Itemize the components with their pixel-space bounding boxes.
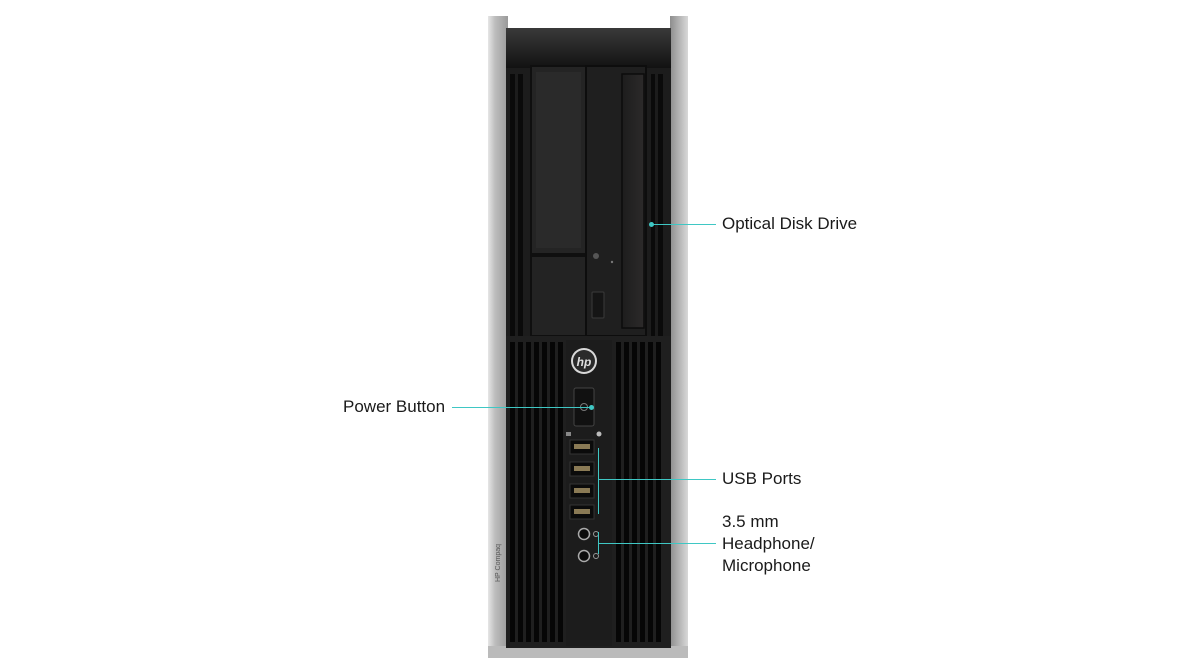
audio-jack-label-line-2: Headphone/	[722, 534, 815, 553]
chassis-side-left	[488, 16, 508, 658]
optical-drive-door	[621, 73, 645, 329]
eject-button	[591, 291, 605, 319]
side-branding: HP Compaq	[495, 543, 502, 582]
audio-jack-label-line-1: 3.5 mm	[722, 512, 779, 531]
usb-ports-label: USB Ports	[722, 469, 802, 488]
hp-logo: hp	[571, 348, 597, 374]
microphone-jack	[577, 549, 591, 563]
power-button-leader	[452, 407, 592, 408]
power-button-leader-dot	[589, 405, 594, 410]
top-cap	[506, 28, 671, 68]
svg-text:hp: hp	[577, 355, 592, 369]
usb-ports-group	[569, 439, 595, 520]
drive-bay-blank-2	[530, 255, 587, 337]
usb-ports-leader-bracket	[598, 448, 599, 514]
headphone-jack	[577, 527, 591, 541]
usb-ports-leader	[599, 479, 716, 480]
audio-jack-label-line-3: Microphone	[722, 556, 811, 575]
power-button-label: Power Button	[343, 397, 446, 416]
computer-tower: hp	[488, 16, 688, 658]
optical-drive-leader	[652, 224, 716, 225]
chassis-side-right	[670, 16, 688, 658]
optical-drive-leader-dot	[649, 222, 654, 227]
audio-leader-bracket	[598, 532, 599, 554]
audio-leader	[599, 543, 716, 544]
optical-disk-drive-label: Optical Disk Drive	[722, 214, 858, 233]
